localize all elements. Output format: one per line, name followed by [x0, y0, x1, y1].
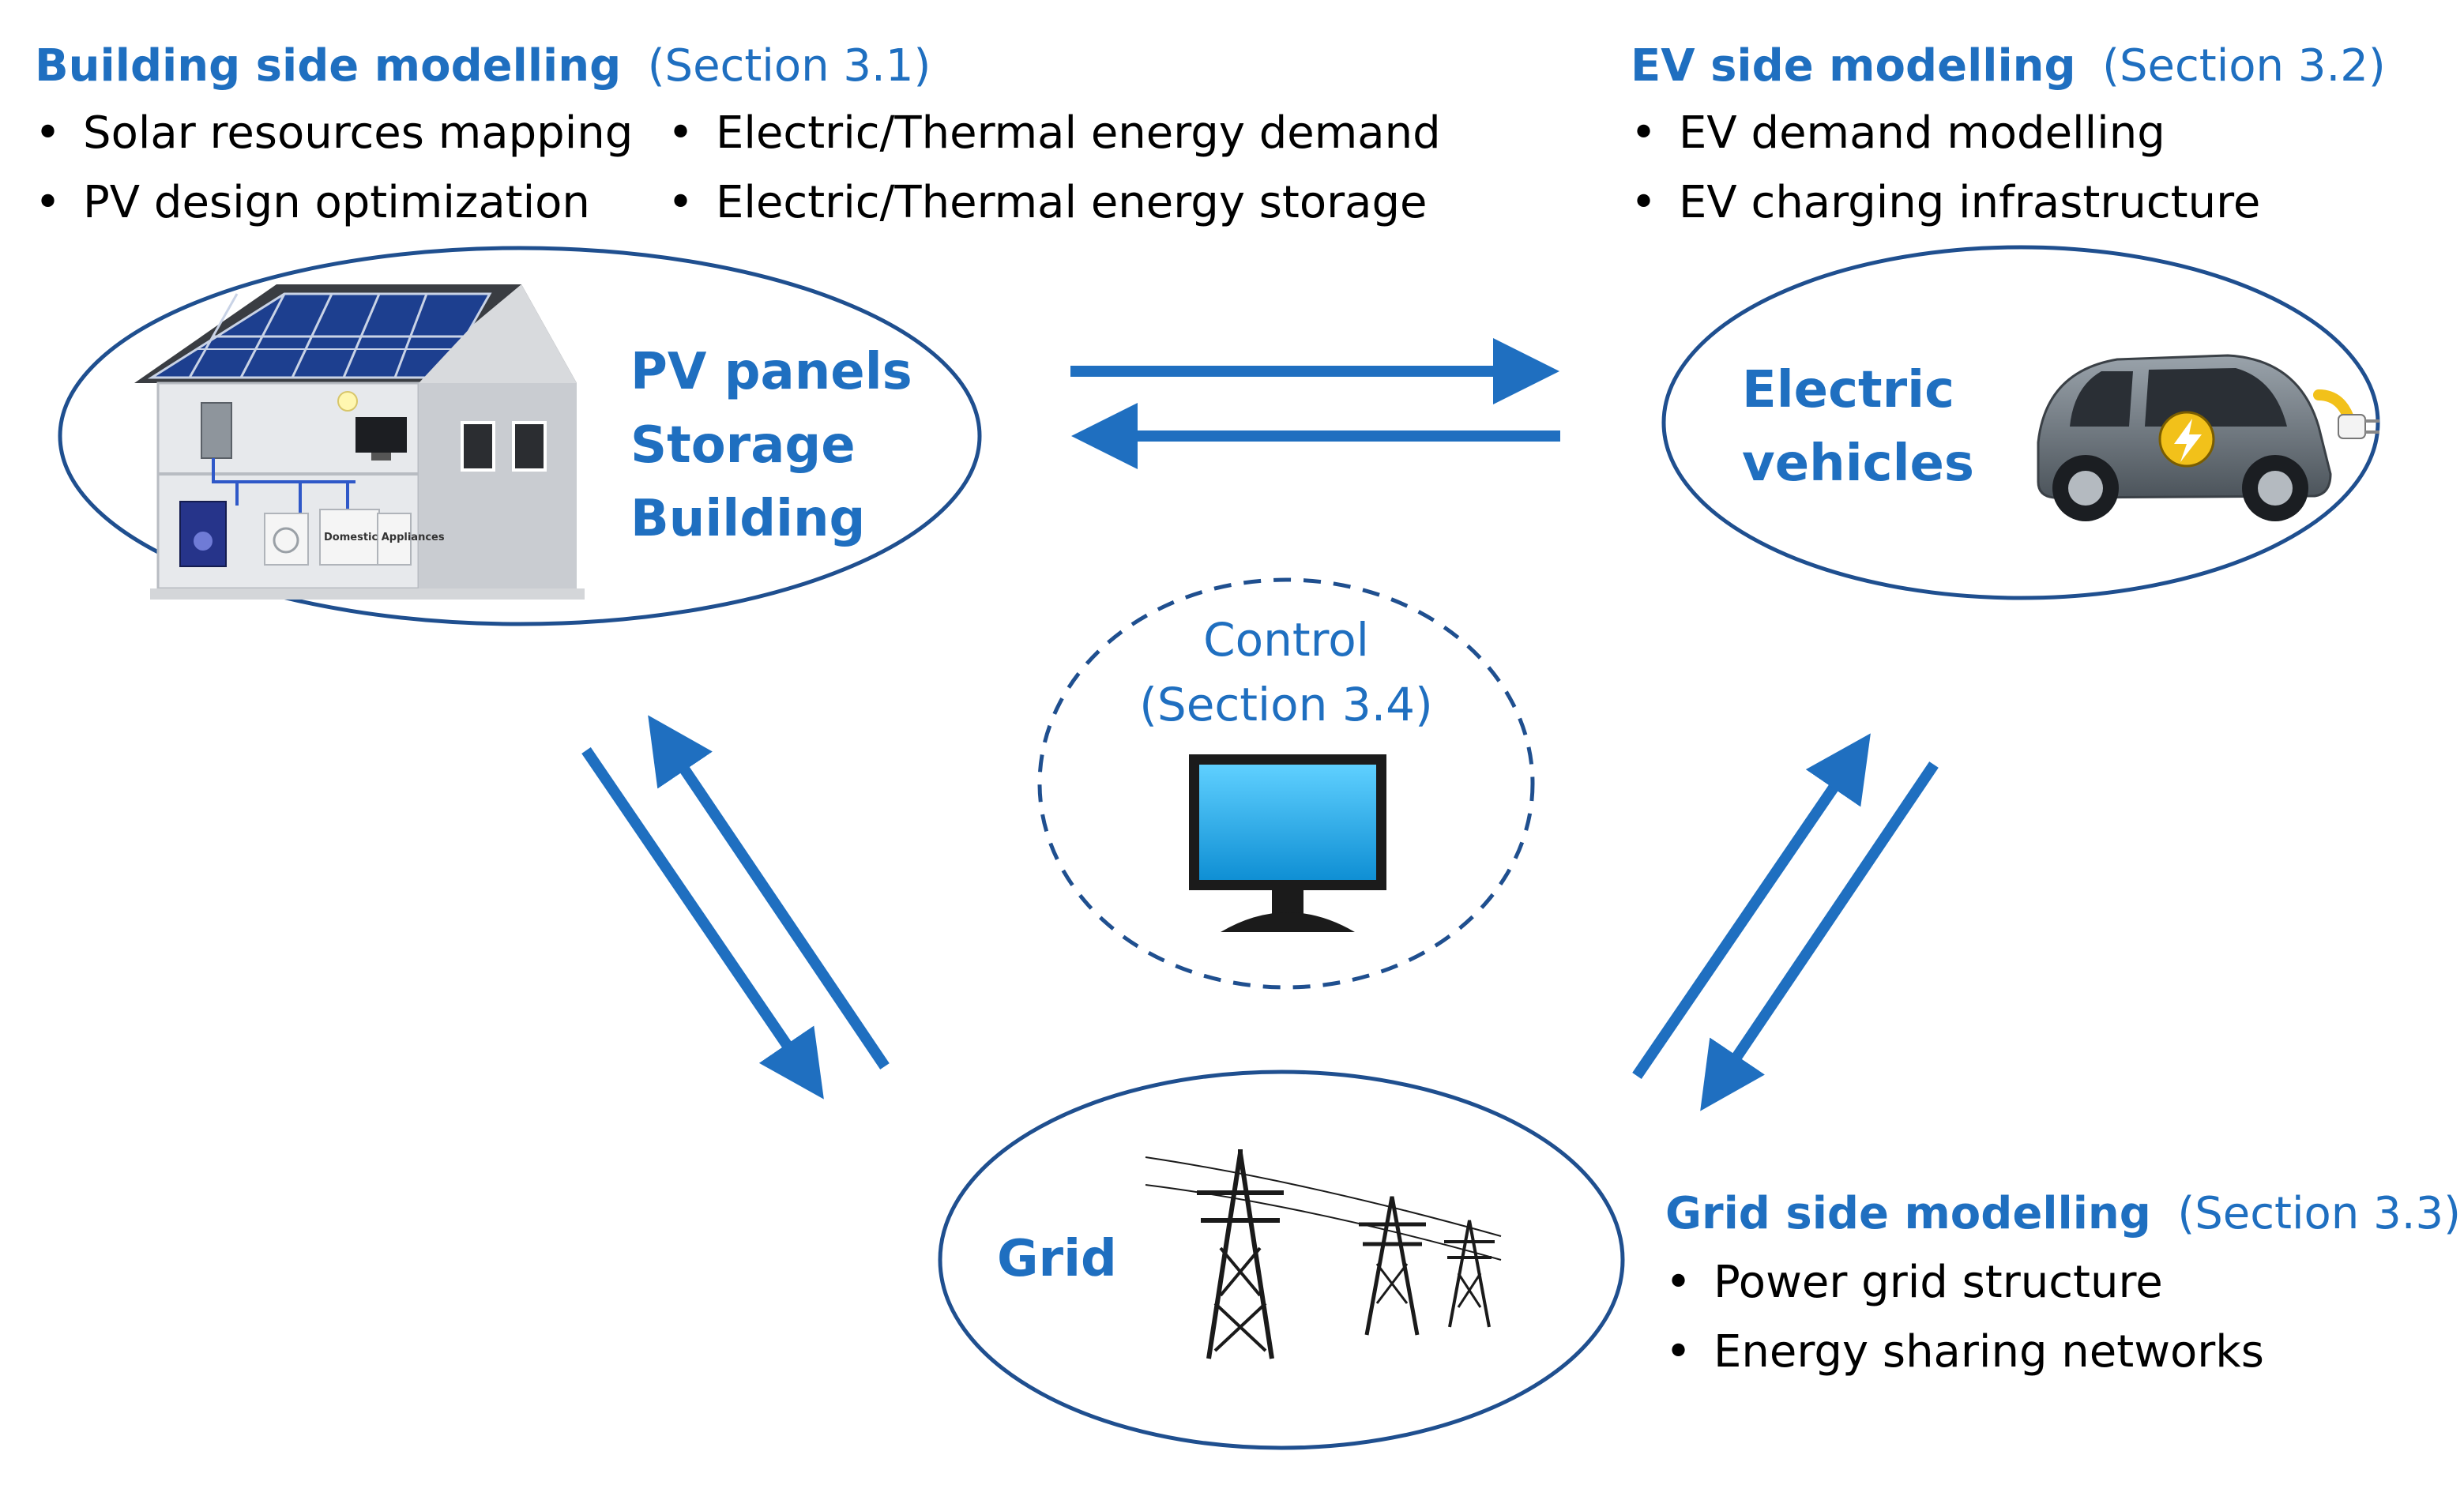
control-title: Control: [1203, 613, 1369, 667]
building-bullet-4: •Electric/Thermal energy storage: [668, 177, 1428, 228]
building-bullet-2: •PV design optimization: [35, 177, 590, 228]
building-node-label-3: Building: [630, 490, 865, 548]
ev-section-header: EV side modelling (Section 3.2) •EV dema…: [1631, 40, 2386, 228]
building-node-label-2: Storage: [630, 416, 856, 475]
building-node-label-1: PV panels: [630, 343, 912, 401]
building-bullet-3: •Electric/Thermal energy demand: [668, 107, 1441, 159]
grid-bullet-2: •Energy sharing networks: [1665, 1326, 2264, 1378]
control-ellipse: [1037, 577, 1535, 990]
building-section-header: Building side modelling (Section 3.1) •S…: [35, 40, 1441, 228]
ev-heading: EV side modelling (Section 3.2): [1631, 40, 2386, 92]
ev-node-label-2: vehicles: [1742, 434, 1974, 493]
arrow-building-to-grid: [581, 747, 824, 1100]
control-node: Control (Section 3.4): [1037, 577, 1535, 990]
grid-node: Grid: [938, 1070, 1625, 1450]
grid-section-header: Grid side modelling (Section 3.3) •Power…: [1665, 1188, 2461, 1378]
control-section: (Section 3.4): [1139, 678, 1432, 731]
flow-arrows: [581, 338, 1939, 1111]
grid-ellipse: [938, 1070, 1625, 1450]
electric-car-icon: [2037, 354, 2379, 521]
power-pylon-icon: [1145, 1149, 1502, 1359]
ev-node-label-1: Electric: [1742, 361, 1954, 419]
grid-heading: Grid side modelling (Section 3.3): [1665, 1188, 2461, 1239]
ev-bullet-1: •EV demand modelling: [1631, 107, 2165, 159]
building-bullet-1: •Solar resources mapping: [35, 107, 633, 159]
house-with-solar-panels-icon: Domestic Appliances: [134, 284, 585, 600]
appliances-caption: Domestic Appliances: [324, 532, 445, 543]
arrow-ev-to-grid: [1700, 761, 1939, 1111]
arrow-grid-to-ev: [1632, 733, 1871, 1079]
ev-bullet-2: •EV charging infrastructure: [1631, 177, 2260, 228]
ev-node: Electric vehicles: [1661, 245, 2380, 600]
grid-node-label: Grid: [997, 1230, 1117, 1288]
building-heading: Building side modelling (Section 3.1): [35, 40, 931, 92]
building-ellipse: [58, 246, 982, 626]
arrow-grid-to-building: [648, 715, 890, 1070]
computer-monitor-icon: [1189, 754, 1386, 932]
building-node: Domestic Appliances PV panels Storage Bu…: [58, 246, 982, 626]
grid-bullet-1: •Power grid structure: [1665, 1257, 2163, 1308]
